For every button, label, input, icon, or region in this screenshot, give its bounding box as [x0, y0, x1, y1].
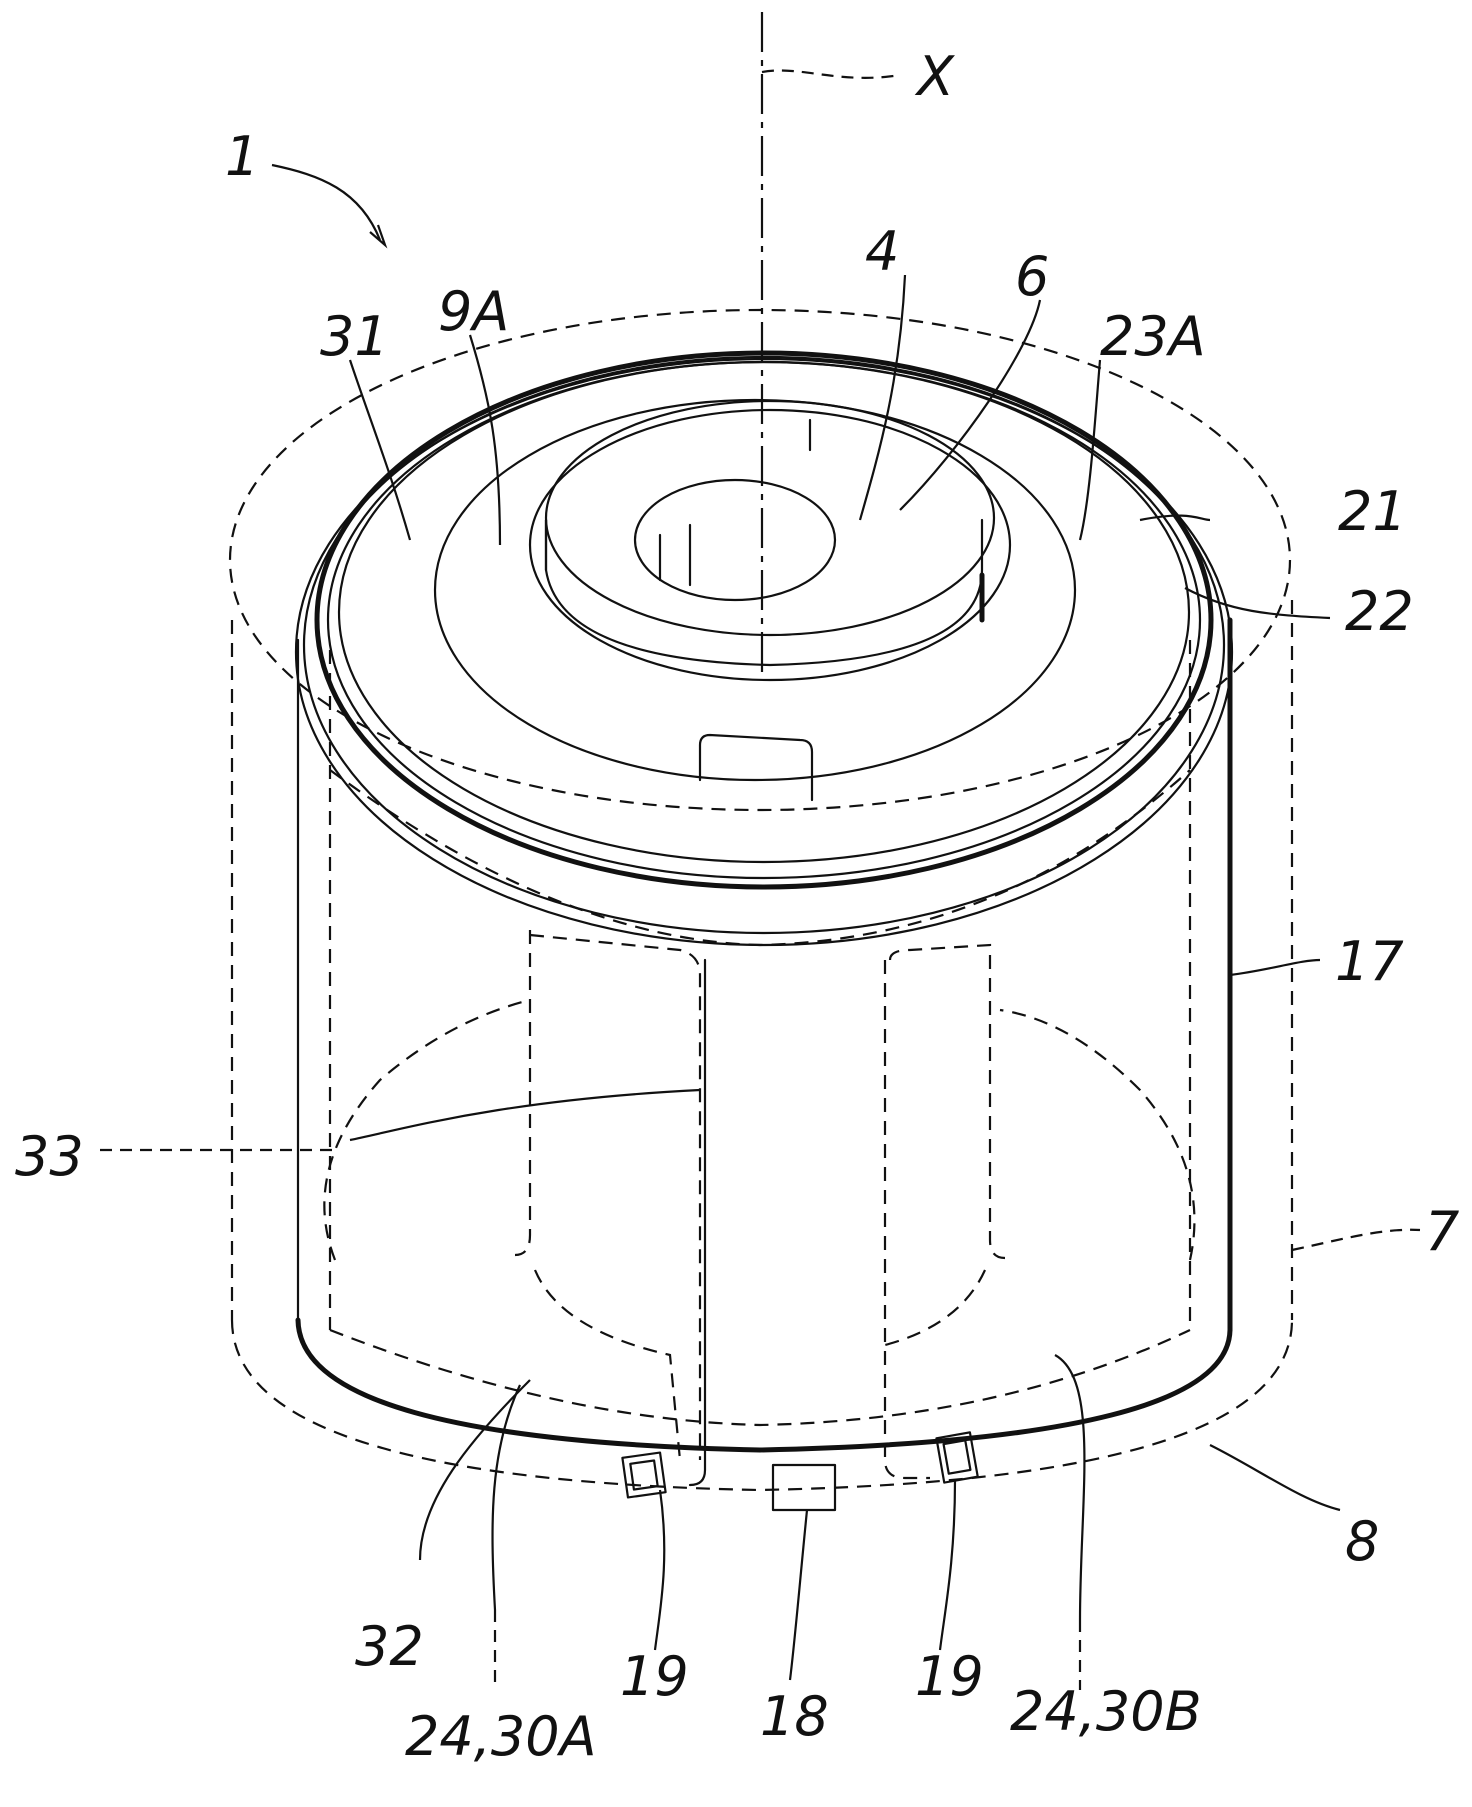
label-19-left: 19	[620, 1645, 689, 1708]
sensor-19-right	[935, 1431, 979, 1484]
bore-4	[633, 478, 837, 602]
hub-6	[528, 399, 1012, 682]
label-19-right: 19	[915, 1645, 984, 1708]
central-axis	[760, 12, 901, 680]
label-7: 7	[1425, 1200, 1459, 1263]
sensor-19-left	[621, 1451, 667, 1499]
label-22: 22	[1345, 580, 1414, 643]
label-17: 17	[1335, 930, 1404, 993]
coil-slot-33	[514, 930, 1006, 1487]
top-face	[433, 398, 1077, 802]
label-8: 8	[1345, 1510, 1379, 1573]
label-6: 6	[1015, 245, 1049, 308]
label-18: 18	[760, 1685, 829, 1748]
label-21: 21	[1338, 480, 1407, 543]
label-axis: X	[914, 45, 955, 108]
label-32: 32	[355, 1615, 424, 1678]
label-23a: 23A	[1100, 305, 1206, 368]
label-device: 1	[225, 125, 259, 188]
label-4: 4	[865, 220, 899, 283]
outer-housing-7	[228, 308, 1294, 1492]
leaders	[100, 163, 1421, 1690]
label-31: 31	[320, 305, 389, 368]
cylinder-body-8	[295, 617, 1233, 1453]
label-24-30a: 24,30A	[405, 1705, 597, 1768]
inner-coil-outline	[323, 640, 1196, 1427]
label-33: 33	[15, 1125, 84, 1188]
label-9a: 9A	[438, 280, 509, 343]
component-18	[771, 1463, 837, 1512]
top-rims	[294, 350, 1234, 947]
label-24-30b: 24,30B	[1010, 1680, 1202, 1743]
